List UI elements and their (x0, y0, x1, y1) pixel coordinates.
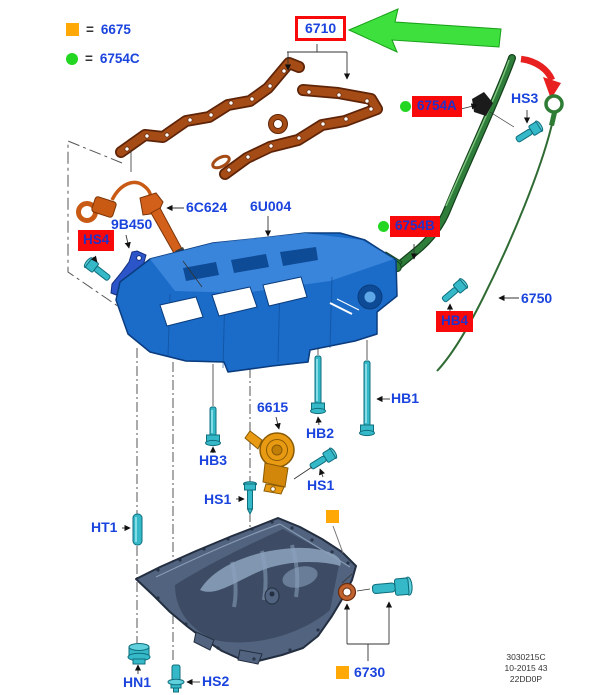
callout-6754A-label[interactable]: 6754A (412, 96, 462, 117)
reference-number: 3030215C (506, 652, 546, 662)
drain-plug-art (337, 576, 413, 602)
legend-equals: = (85, 51, 93, 66)
green-dot-icon (66, 52, 78, 65)
hardware-art (82, 119, 545, 693)
callout-6730-drain-plug[interactable]: 6730 (336, 664, 386, 680)
orange-square-icon (336, 666, 349, 680)
oil-pan-gasket-art (115, 57, 383, 180)
callout-HS2-stud[interactable]: HS2 (202, 673, 230, 689)
callout-6730-label[interactable]: 6730 (354, 664, 386, 680)
callout-6754B-tube[interactable]: 6754B (378, 216, 440, 237)
orange-square-icon (66, 23, 79, 36)
oil-level-tube-art (381, 54, 516, 273)
oil-pan-art (135, 517, 357, 665)
engine-block-art (115, 232, 398, 373)
callout-HS3-bolt[interactable]: HS3 (511, 90, 539, 106)
callout-6615-pickup[interactable]: 6615 (257, 399, 289, 415)
red-rotation-arrow (520, 55, 561, 99)
callout-HB1-bolt[interactable]: HB1 (391, 390, 420, 406)
oil-pickup-art (244, 430, 295, 495)
callout-6754A-tube[interactable]: 6754A (400, 96, 462, 117)
legend-item-6675: = 6675 (66, 22, 131, 37)
legend-item-6754C: = 6754C (66, 51, 140, 66)
callout-HS4-bolt[interactable]: HS4 (78, 230, 115, 251)
callout-6C624-sensor[interactable]: 6C624 (186, 199, 228, 215)
legend-code: 6675 (100, 22, 131, 37)
sealant-marker (326, 510, 344, 554)
callout-6750-dipstick[interactable]: 6750 (521, 290, 553, 306)
drawing-reference: 3030215C 10-2015 43 22DD0P (484, 652, 568, 685)
callout-HB4-bolt[interactable]: HB4 (436, 311, 474, 332)
green-dot-icon (378, 220, 389, 232)
callout-6710-gasket[interactable]: 6710 (295, 16, 347, 42)
callout-HS1-left-bolt[interactable]: HS1 (204, 491, 232, 507)
callout-HT1-dowel[interactable]: HT1 (91, 519, 118, 535)
callout-HB3-bolt[interactable]: HB3 (199, 452, 228, 468)
dipstick-art (436, 94, 564, 372)
reference-date: 10-2015 43 (504, 663, 548, 673)
callout-HB2-bolt[interactable]: HB2 (306, 425, 335, 441)
legend-equals: = (86, 22, 94, 37)
callout-6754B-label[interactable]: 6754B (390, 216, 440, 237)
green-pointer-arrow (347, 8, 502, 53)
callout-6U004-block[interactable]: 6U004 (250, 198, 292, 214)
callout-HN1-nut[interactable]: HN1 (123, 674, 152, 690)
leader-lines (90, 44, 531, 686)
callout-HS1-right-bolt[interactable]: HS1 (307, 477, 335, 493)
reference-code: 22DD0P (509, 674, 543, 684)
partition-lines (67, 140, 161, 336)
green-dot-icon (400, 100, 411, 112)
callout-9B450-bracket[interactable]: 9B450 (111, 216, 153, 232)
legend-code: 6754C (99, 51, 140, 66)
